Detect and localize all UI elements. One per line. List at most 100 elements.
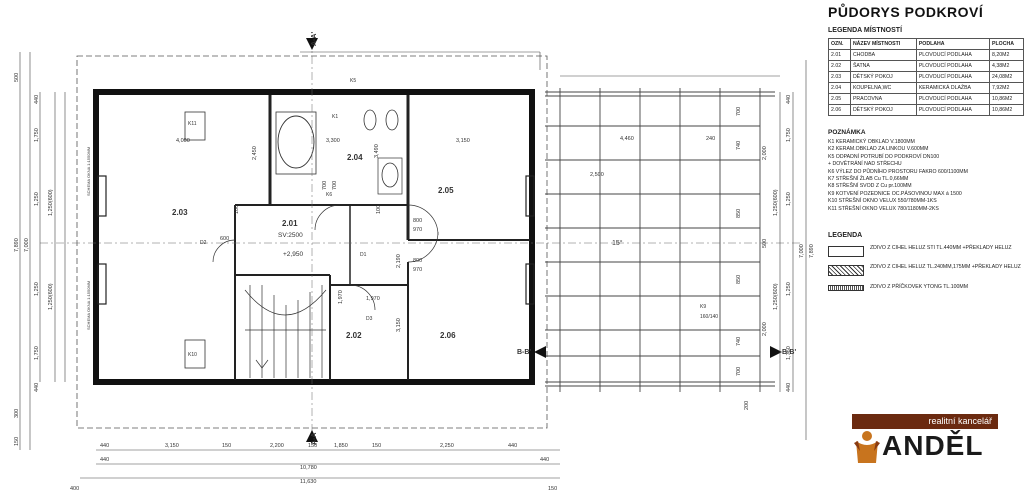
floor-plan-drawing: 2.03 2.04 2.05 2.01 2.02 2.06 SV:2500 +2… <box>14 32 815 492</box>
window-schema-label-bottom: SCHEMA OKNA 1:1550MM <box>86 281 91 330</box>
door-swings <box>212 204 439 311</box>
dim-bottom-3: 150 <box>222 443 231 449</box>
dim-right-5: 1,750 <box>786 346 792 360</box>
roof-rafters <box>545 88 775 392</box>
dim-top-1: 4,460 <box>620 136 634 142</box>
dim-left-5: 1,250 <box>34 282 40 296</box>
dim-bottom-total-2: 11,630 <box>300 479 316 485</box>
dim-right-window-2: 1,250(600) <box>773 283 779 310</box>
cell: PLOVOUCÍ PODLAHA <box>915 49 991 61</box>
dim-bottom-6: 1,850 <box>334 443 348 449</box>
cell: KOUPELNA,WC <box>849 82 917 94</box>
room-label-2.02: 2.02 <box>346 331 362 340</box>
legend-panel: PŮDORYS PODKROVÍ LEGENDA MÍSTNOSTÍ OZN. … <box>818 0 1024 495</box>
cell: PLOVOUCÍ PODLAHA <box>915 104 991 116</box>
gable-window-right-bottom <box>525 263 535 305</box>
dim-left-4: 1,250 <box>34 192 40 206</box>
room-2.01-ceiling: SV:2500 <box>278 232 303 239</box>
toilet-2 <box>385 109 399 131</box>
cell: 2.02 <box>828 60 851 72</box>
brand-tagline: realitní kancelář <box>928 416 992 426</box>
angel-icon <box>854 431 880 463</box>
brand-bar: realitní kancelář <box>852 414 998 429</box>
cell: 8,20M2 <box>989 49 1024 61</box>
level-mark: +2,950 <box>283 251 303 258</box>
swatch-hatch <box>828 265 864 276</box>
dim-bottom-end-2: 440 <box>100 457 109 463</box>
drawing-title: PŮDORYS PODKROVÍ <box>828 4 984 20</box>
dim-left-6: 1,750 <box>34 346 40 360</box>
col-area: PLOCHA <box>989 38 1024 50</box>
dim-bottom-end-1: 400 <box>70 486 79 492</box>
dim-top-2: 2,500 <box>590 172 604 178</box>
dim-right-4: 1,250 <box>786 282 792 296</box>
dim-bottom-9: 440 <box>508 443 517 449</box>
legend-text: ZDIVO Z PŘÍČKOVEK YTONG TL.100MM <box>870 284 969 290</box>
bathtub-frame <box>275 111 317 175</box>
legend-title: LEGENDA <box>828 232 863 239</box>
dim-h-9: 1,970 <box>366 296 380 302</box>
note-item: K8 STŘEŠNÍ SVOD Z Cu pr.100MM <box>828 183 912 190</box>
dim-bottom-5: 150 <box>308 443 317 449</box>
notes-list: K1 KERAMICKÝ OBKLAD V.1800MM K2 KERAM.OB… <box>828 139 1024 213</box>
room-label-2.04: 2.04 <box>347 153 363 162</box>
cell: ŠATNA <box>849 60 917 72</box>
dim-right-3: 1,250 <box>786 192 792 206</box>
sink-counter <box>377 157 403 195</box>
dim-left-total-1: 7,000 <box>24 238 30 252</box>
roof-window-2 <box>184 111 206 141</box>
dim-right-6: 440 <box>786 383 792 392</box>
table-row: 2.05 PRACOVNA PLOVOUCÍ PODLAHA 10,86M2 <box>828 93 1024 105</box>
dimension-lines <box>19 51 807 479</box>
dim-bottom-end-4: 150 <box>548 486 557 492</box>
dim-v-5: 1,970 <box>338 290 344 304</box>
dim-v-7: 100 <box>234 205 240 214</box>
table-row: 2.06 DĚTSKÝ POKOJ PLOVOUCÍ PODLAHA 10,86… <box>828 104 1024 116</box>
room-legend-title: LEGENDA MÍSTNOSTÍ <box>828 27 903 34</box>
dim-left-window-1: 1,250(600) <box>48 189 54 216</box>
legend-item-heluz-240: ZDIVO Z CIHEL HELUZ TL.240MM,175MM +PŘEK… <box>828 264 1024 280</box>
dim-h-5: 800 <box>413 218 422 224</box>
legend-item-ytong: ZDIVO Z PŘÍČKOVEK YTONG TL.100MM <box>828 284 1024 294</box>
tag-k5: K5 <box>350 78 356 84</box>
col-name: NÁZEV MÍSTNOSTI <box>849 38 917 50</box>
cell: CHODBA <box>849 49 917 61</box>
dim-right-window-1: 1,250(600) <box>773 189 779 216</box>
section-arrow-left <box>534 346 546 358</box>
note-item: K10 STŘEŠNÍ OKNO VELUX 550/780MM-1KS <box>828 198 937 205</box>
tag-d2: D2 <box>200 240 207 246</box>
dim-left-1: 500 <box>14 73 20 82</box>
dim-left-window-2: 1,250(600) <box>48 283 54 310</box>
section-label-b-left: B-B' <box>517 349 531 356</box>
dim-left-2: 440 <box>34 95 40 104</box>
dim-top-3: 240 <box>706 136 715 142</box>
dim-h-2: 3,300 <box>326 138 340 144</box>
tag-k6: K6 <box>326 192 332 198</box>
dim-left-3: 1,750 <box>34 128 40 142</box>
dim-right-1: 440 <box>786 95 792 104</box>
section-label-a-top: A-A' <box>311 32 318 46</box>
room-table-header: OZN. NÁZEV MÍSTNOSTI PODLAHA PLOCHA <box>828 38 1024 50</box>
bathtub <box>277 115 315 169</box>
dim-right-7: 200 <box>744 401 750 410</box>
dim-raft-3: 850 <box>736 209 742 218</box>
note-item: K2 KERAM.OBKLAD ZA LINKOU V.600MM <box>828 146 929 153</box>
section-arrow-bottom <box>306 430 318 442</box>
cell: 10,86M2 <box>989 104 1024 116</box>
cell: 24,08M2 <box>989 71 1024 83</box>
gable-window-right-top <box>525 175 535 217</box>
note-item: K5 ODPADNÍ POTRUBÍ DO PODKROVÍ DN100 <box>828 153 940 160</box>
dim-raft-6: 700 <box>736 367 742 376</box>
staircase <box>244 285 327 378</box>
dim-raft-5: 740 <box>736 337 742 346</box>
axis-lines <box>40 40 800 440</box>
room-label-2.05: 2.05 <box>438 186 454 195</box>
sink <box>381 162 399 188</box>
section-arrow-right <box>770 346 782 358</box>
swatch-dots <box>828 285 864 291</box>
dim-v-3: 2,190 <box>396 254 402 268</box>
note-item: K11 STŘEŠNÍ OKNO VELUX 780/1180MM-2KS <box>828 205 939 212</box>
dim-h-1: 4,000 <box>176 138 190 144</box>
dim-h-8: 970 <box>413 267 422 273</box>
slope-label: 160/140 <box>700 314 718 320</box>
